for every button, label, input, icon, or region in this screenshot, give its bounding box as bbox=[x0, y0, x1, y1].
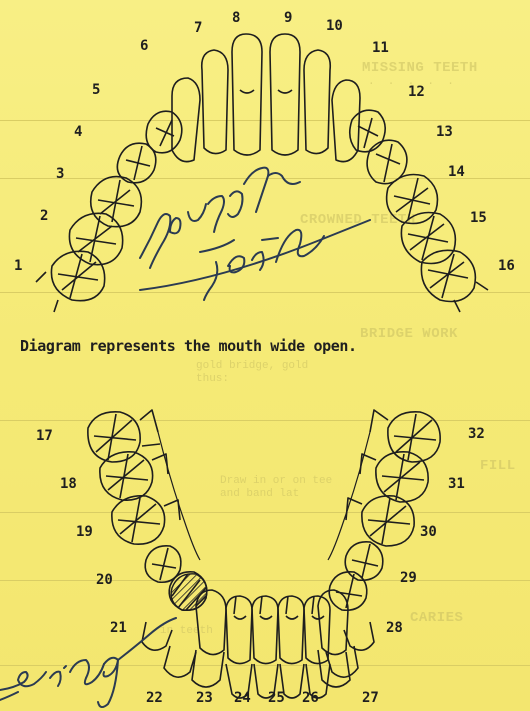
tooth-label-29: 29 bbox=[400, 570, 417, 586]
tooth-upper-8 bbox=[232, 34, 262, 155]
tooth-label-32: 32 bbox=[468, 426, 485, 442]
tooth-lower-21-hatched bbox=[171, 574, 207, 610]
tooth-label-25: 25 bbox=[268, 690, 285, 706]
tooth-label-3: 3 bbox=[56, 166, 64, 182]
tooth-label-6: 6 bbox=[140, 38, 148, 54]
tooth-label-21: 21 bbox=[110, 620, 127, 636]
tooth-upper-9 bbox=[270, 34, 300, 155]
tooth-upper-7 bbox=[202, 50, 228, 154]
tooth-label-24: 24 bbox=[234, 690, 251, 706]
tooth-label-26: 26 bbox=[302, 690, 319, 706]
tooth-label-12: 12 bbox=[408, 84, 425, 100]
tooth-lower-27 bbox=[318, 590, 348, 655]
tooth-label-15: 15 bbox=[470, 210, 487, 226]
tooth-label-22: 22 bbox=[146, 690, 163, 706]
tooth-label-30: 30 bbox=[420, 524, 437, 540]
tooth-label-20: 20 bbox=[96, 572, 113, 588]
diagram-caption: Diagram represents the mouth wide open. bbox=[20, 337, 357, 355]
tooth-label-8: 8 bbox=[232, 10, 240, 26]
tooth-lower-29 bbox=[345, 542, 383, 580]
tooth-lower-25 bbox=[278, 596, 304, 664]
tooth-lower-23 bbox=[226, 596, 252, 664]
tooth-label-23: 23 bbox=[196, 690, 213, 706]
tooth-label-2: 2 bbox=[40, 208, 48, 224]
tooth-label-28: 28 bbox=[386, 620, 403, 636]
tooth-label-19: 19 bbox=[76, 524, 93, 540]
tooth-label-7: 7 bbox=[194, 20, 202, 36]
tooth-label-1: 1 bbox=[14, 258, 22, 274]
tooth-upper-6 bbox=[172, 78, 200, 162]
tooth-label-4: 4 bbox=[74, 124, 82, 140]
tooth-label-17: 17 bbox=[36, 428, 53, 444]
tooth-label-9: 9 bbox=[284, 10, 292, 26]
tooth-upper-10 bbox=[304, 50, 330, 154]
tooth-label-16: 16 bbox=[498, 258, 515, 274]
tooth-lower-24 bbox=[252, 596, 278, 664]
tooth-label-5: 5 bbox=[92, 82, 100, 98]
tooth-label-14: 14 bbox=[448, 164, 465, 180]
tooth-label-11: 11 bbox=[372, 40, 389, 56]
tooth-label-10: 10 bbox=[326, 18, 343, 34]
tooth-label-18: 18 bbox=[60, 476, 77, 492]
tooth-label-27: 27 bbox=[362, 690, 379, 706]
tooth-label-31: 31 bbox=[448, 476, 465, 492]
tooth-label-13: 13 bbox=[436, 124, 453, 140]
handwritten-wound-teeth bbox=[140, 168, 370, 300]
